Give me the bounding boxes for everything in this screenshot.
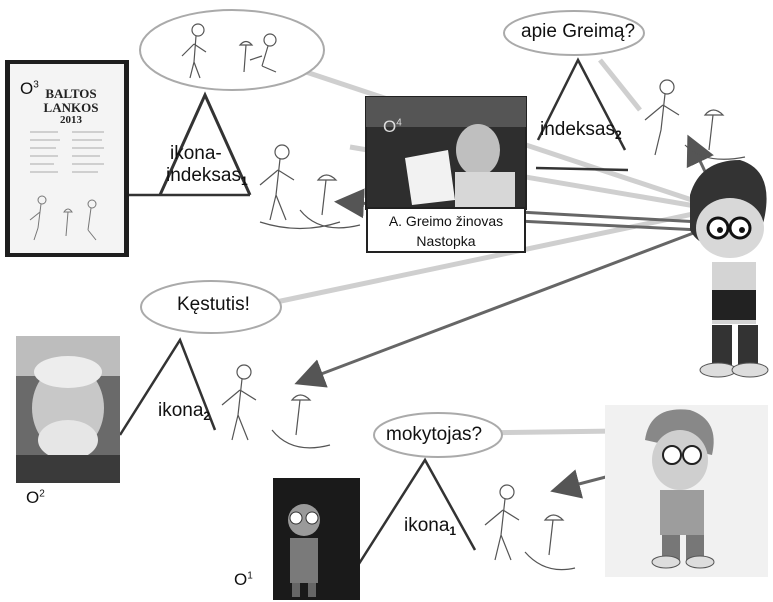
object-letter: O xyxy=(20,79,34,98)
photo-o4 xyxy=(365,96,527,210)
bubble-kestutis: Kęstutis! xyxy=(177,294,250,315)
sign-sub: 1 xyxy=(241,174,248,188)
caption-line1: A. Greimo žinovas xyxy=(388,213,504,229)
label-ikona1: ikona1 xyxy=(404,515,456,538)
photo-o1 xyxy=(273,478,360,600)
object-index: 3 xyxy=(33,79,39,91)
object-index: 2 xyxy=(39,488,45,500)
object-letter: O xyxy=(383,117,397,136)
cartoon-boy-looking xyxy=(605,405,768,577)
sketch-figures xyxy=(181,23,746,571)
label-indeksas2: indeksas2 xyxy=(540,119,622,142)
sign-sub: 2 xyxy=(615,128,622,142)
object-label-o4: O4 xyxy=(383,117,402,137)
bubble-mokytojas: mokytojas? xyxy=(386,424,483,445)
sign-base: indeksas xyxy=(540,119,615,140)
label-ikona-indeksas1-line2: indeksas1 xyxy=(166,165,248,188)
object-index: 1 xyxy=(247,570,253,582)
semiotic-triangles xyxy=(110,57,629,571)
bubble-greimas: apie Greimą? xyxy=(521,21,636,42)
sign-base: ikona xyxy=(404,515,450,536)
label-ikona-indeksas1-line1: ikona- xyxy=(170,143,222,164)
object-label-o2: O2 xyxy=(26,488,45,508)
poster-year: 2013 xyxy=(60,114,82,126)
sign-sub: 1 xyxy=(449,524,457,538)
photo-o2 xyxy=(16,336,120,483)
sign-sub: 2 xyxy=(203,409,211,423)
object-label-o3: O3 xyxy=(20,79,39,99)
poster-o3 xyxy=(5,60,129,257)
label-ikona2: ikona2 xyxy=(158,400,210,423)
object-letter: O xyxy=(234,570,248,589)
caption-line2: Nastopka xyxy=(416,233,476,249)
object-letter: O xyxy=(26,488,40,507)
sign-base: ikona xyxy=(158,400,204,421)
object-index: 4 xyxy=(396,117,402,129)
poster-title-line2: LANKOS xyxy=(43,100,99,115)
poster-title-line1: BALTOS xyxy=(45,86,97,101)
object-label-o1: O1 xyxy=(234,570,253,590)
cartoon-boy-thinking xyxy=(690,160,769,378)
photo-caption: A. Greimo žinovas Nastopka xyxy=(366,207,526,253)
speech-bubbles xyxy=(139,9,645,458)
sign-base: indeksas xyxy=(166,165,241,186)
